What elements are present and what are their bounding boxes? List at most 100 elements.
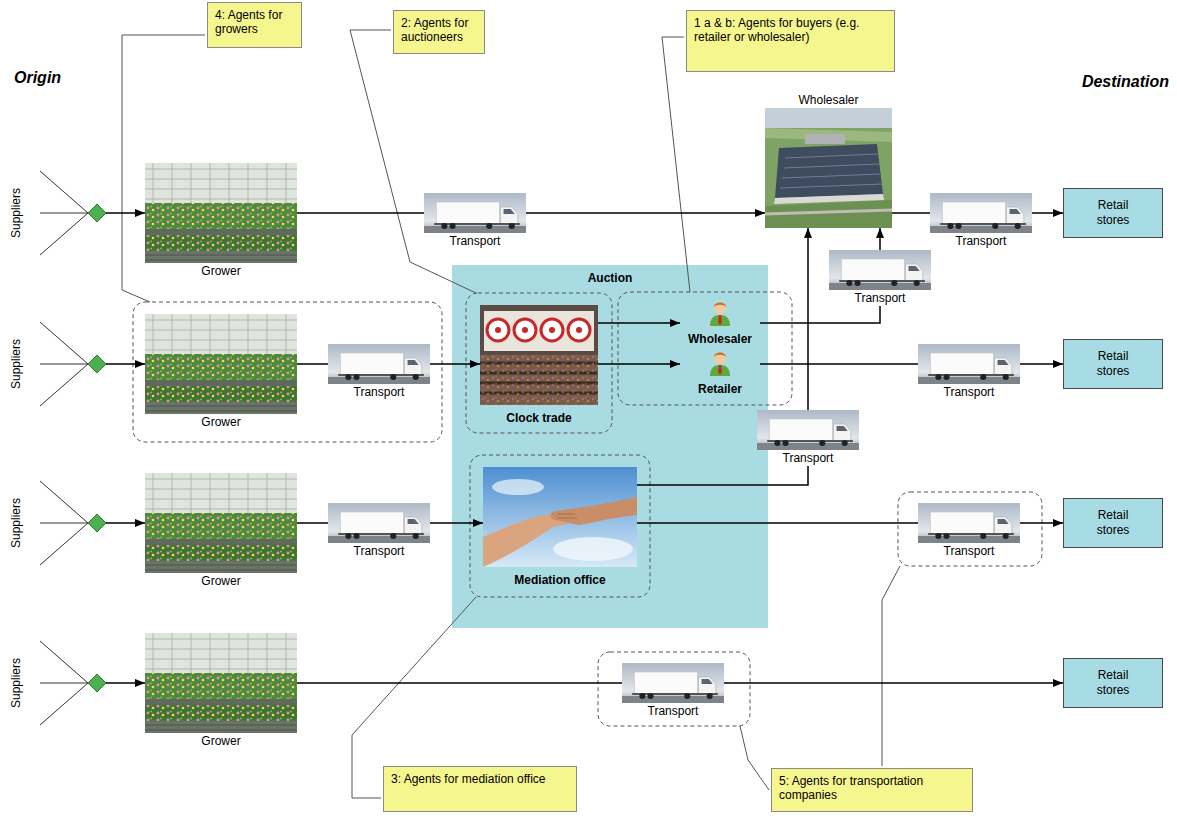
- callout-text: 2: Agents for auctioneers: [401, 16, 477, 44]
- leader-line: [882, 566, 900, 766]
- leader-line: [662, 37, 690, 292]
- grower-photo-node: Grower: [145, 473, 297, 589]
- wholesaler-label: Wholesaler: [765, 92, 892, 108]
- callout-box: 1 a & b: Agents for buyers (e.g. retaile…: [686, 10, 895, 72]
- clock-trade-photo-node-picture: [480, 305, 598, 405]
- buyer-agent-icon-picture: [707, 350, 733, 376]
- grower-label: Grower: [145, 573, 297, 589]
- illustration: [483, 467, 637, 567]
- supplier-fan: [40, 322, 145, 406]
- transport-photo-node-picture: [930, 193, 1032, 233]
- grower-label: Grower: [145, 733, 297, 749]
- supplier-fan: [40, 481, 145, 565]
- mediation-group-outline: [470, 455, 650, 597]
- flow-arrow: [430, 522, 483, 524]
- agent-label: Retailer: [680, 376, 760, 398]
- grower-photo-node-picture: [145, 473, 297, 573]
- illustration: [930, 193, 1032, 233]
- illustration: [480, 305, 598, 405]
- transport-photo-node: Transport: [930, 193, 1032, 249]
- flow-arrow: [526, 212, 765, 214]
- callout-box: 5: Agents for transportation companies: [771, 768, 973, 812]
- merge-diamond: [88, 514, 106, 532]
- grower-label: Grower: [145, 263, 297, 279]
- mediation-label: Mediation office: [483, 567, 637, 589]
- merge-diamond: [88, 204, 106, 222]
- illustration: [145, 633, 297, 733]
- grower-photo-node: Grower: [145, 633, 297, 749]
- transport-label: Transport: [757, 450, 859, 466]
- transport-label: Transport: [424, 233, 526, 249]
- grower-group-outline: [133, 302, 442, 442]
- illustration: [622, 663, 724, 703]
- transport-photo-node: Transport: [328, 344, 430, 400]
- flow-arrow: [430, 363, 480, 365]
- supplier-lines: [40, 171, 88, 255]
- callout-box: 3: Agents for mediation office: [383, 766, 577, 812]
- transport-photo-node-picture: [829, 250, 931, 290]
- flow-line: [297, 682, 622, 684]
- retail-label: Retail stores: [1084, 668, 1142, 698]
- transport-group-outline: [898, 492, 1042, 566]
- supplier-lines: [40, 322, 88, 406]
- merge-diamond: [88, 355, 106, 373]
- illustration: [710, 352, 730, 376]
- supply-arrow: [106, 363, 145, 365]
- clock-trade-label: Clock trade: [480, 405, 598, 427]
- flow-line: [297, 363, 328, 365]
- flow-arrow: [879, 228, 881, 250]
- transport-photo-node: Transport: [328, 503, 430, 559]
- transport-photo-node: Transport: [424, 193, 526, 249]
- mediation-photo-node: Mediation office: [483, 467, 637, 589]
- clock-group-outline: [466, 293, 612, 433]
- illustration: [757, 410, 859, 450]
- flow-arrow: [598, 322, 680, 324]
- transport-photo-node: Transport: [918, 344, 1020, 400]
- clock-trade-photo-node: Clock trade: [480, 305, 598, 427]
- region-label: Destination: [1082, 72, 1169, 92]
- auction-title: Auction: [452, 265, 768, 285]
- wholesaler-photo-node-picture: [765, 108, 892, 228]
- illustration: [328, 503, 430, 543]
- retail-box: Retail stores: [1063, 188, 1163, 238]
- transport-photo-node-picture: [918, 344, 1020, 384]
- leader-line: [350, 30, 476, 293]
- callout-box: 4: Agents for growers: [207, 2, 302, 48]
- grower-photo-node: Grower: [145, 314, 297, 430]
- flow-line: [637, 466, 808, 485]
- illustration: [918, 344, 1020, 384]
- flow-arrow: [724, 682, 1063, 684]
- illustration: [765, 108, 892, 228]
- illustration: [829, 250, 931, 290]
- supplier-fan: [40, 641, 145, 725]
- callout-text: 5: Agents for transportation companies: [779, 774, 965, 802]
- supply-arrow: [106, 682, 145, 684]
- transport-photo-node: Transport: [829, 250, 931, 306]
- transport-label: Transport: [918, 543, 1020, 559]
- grower-photo-node-picture: [145, 633, 297, 733]
- transport-label: Transport: [328, 384, 430, 400]
- buyer-group-outline: [618, 292, 792, 405]
- illustration: [424, 193, 526, 233]
- callout-text: 1 a & b: Agents for buyers (e.g. retaile…: [694, 16, 887, 44]
- supplier-label: Suppliers: [8, 483, 24, 563]
- illustration: [710, 302, 730, 326]
- transport-label: Transport: [930, 233, 1032, 249]
- supplier-label: Suppliers: [8, 173, 24, 253]
- transport-photo-node-picture: [328, 344, 430, 384]
- callout-box: 2: Agents for auctioneers: [393, 10, 485, 54]
- agent-label: Wholesaler: [680, 326, 760, 348]
- illustration: [145, 473, 297, 573]
- transport-label: Transport: [829, 290, 931, 306]
- retail-label: Retail stores: [1084, 198, 1142, 228]
- illustration: [328, 344, 430, 384]
- transport-photo-node-picture: [757, 410, 859, 450]
- transport-label: Transport: [918, 384, 1020, 400]
- transport-photo-node-picture: [622, 663, 724, 703]
- transport-photo-node-picture: [424, 193, 526, 233]
- supplier-label: Suppliers: [8, 643, 24, 723]
- transport-photo-node-picture: [328, 503, 430, 543]
- supply-arrow: [106, 212, 145, 214]
- retail-box: Retail stores: [1063, 339, 1163, 389]
- supplier-label: Suppliers: [8, 324, 24, 404]
